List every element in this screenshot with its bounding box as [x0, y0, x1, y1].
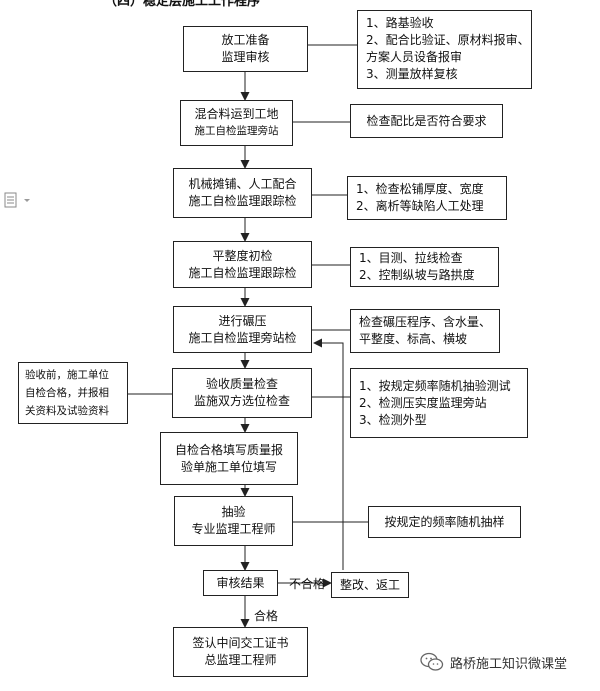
note-line: 1、目测、拉线检查: [359, 251, 463, 265]
step-line: 监理审核: [221, 50, 270, 64]
note-line: 3、测量放样复核: [366, 67, 458, 81]
step-prep-review: 放工准备 监理审核: [183, 26, 308, 72]
note-flatness-check: 1、目测、拉线检查 2、控制纵坡与路拱度: [350, 247, 499, 287]
note-line: 1、路基验收: [366, 16, 434, 30]
note-compaction-check: 检查碾压程序、含水量、 平整度、标高、横坡: [350, 309, 500, 353]
step-line: 施工自检监理旁站检: [188, 330, 297, 345]
rework-line: 整改、返工: [339, 577, 400, 592]
note-preparation-items: 1、路基验收 2、配合比验证、原材料报审、 方案人员设备报审 3、测量放样复核: [357, 10, 532, 89]
fail-label: 不合格: [289, 577, 326, 591]
step-line: 抽验: [221, 505, 246, 519]
document-icon[interactable]: [2, 192, 36, 210]
step-flatness-check: 平整度初检 施工自检监理跟踪检: [173, 241, 312, 288]
note-line: 检查配比是否符合要求: [366, 113, 487, 128]
step-review-result: 审核结果: [203, 570, 278, 596]
note-line: 平整度、标高、横坡: [359, 332, 468, 346]
step-line: 验收质量检查: [205, 377, 278, 391]
step-line: 审核结果: [216, 575, 265, 590]
arrow-rework-loop: [313, 338, 344, 570]
step-line: 施工自检监理旁站: [194, 125, 279, 137]
step-line: 验单施工单位填写: [180, 459, 277, 474]
watermark-text: 路桥施工知识微课堂: [450, 656, 568, 672]
step-sign-certificate: 签认中间交工证书 总监理工程师: [173, 627, 308, 677]
document-heading: （四）稳定层施工工作程序: [104, 0, 261, 9]
wechat-icon: [420, 652, 444, 671]
note-line: 3、检测外型: [359, 412, 427, 427]
step-paving: 机械摊铺、人工配合 施工自检监理跟踪检: [173, 168, 312, 218]
step-compaction: 进行碾压 施工自检监理旁站检: [173, 306, 312, 353]
note-line: 方案人员设备报审: [366, 50, 463, 64]
note-line: 关资料及试验资料: [25, 405, 109, 417]
note-line: 1、按规定频率随机抽验测试: [359, 378, 511, 393]
step-line: 施工自检监理跟踪检: [188, 265, 297, 280]
step-line: 监施双方选位检查: [193, 394, 290, 408]
step-line: 施工自检监理跟踪检: [188, 194, 297, 208]
step-acceptance-inspection: 验收质量检查 监施双方选位检查: [172, 368, 312, 418]
note-line: 自检合格，并报相: [25, 387, 109, 399]
note-pre-acceptance: 验收前，施工单位 自检合格，并报相 关资料及试验资料: [18, 362, 128, 424]
note-paving-check: 1、检查松铺厚度、宽度 2、离析等缺陷人工处理: [347, 176, 507, 220]
note-line: 验收前，施工单位: [25, 369, 109, 381]
step-quality-report: 自检合格填写质量报 验单施工单位填写: [160, 432, 298, 485]
step-line: 签认中间交工证书: [192, 636, 289, 650]
step-line: 混合料运到工地: [194, 107, 279, 121]
rework-box: 整改、返工: [331, 572, 409, 598]
watermark: 路桥施工知识微课堂: [420, 652, 567, 672]
note-random-sampling: 按规定的频率随机抽样: [368, 506, 521, 538]
note-line: 2、离析等缺陷人工处理: [356, 199, 484, 213]
note-line: 检查碾压程序、含水量、: [359, 315, 492, 329]
step-material-delivery: 混合料运到工地 施工自检监理旁站: [180, 100, 293, 146]
note-acceptance-tests: 1、按规定频率随机抽验测试 2、检测压实度监理旁站 3、检测外型: [350, 368, 528, 438]
pass-label: 合格: [254, 609, 279, 623]
dropdown-caret-icon: [24, 199, 30, 202]
step-line: 专业监理工程师: [191, 522, 276, 536]
note-mix-check: 检查配比是否符合要求: [350, 104, 503, 138]
note-line: 2、检测压实度监理旁站: [359, 395, 487, 410]
note-line: 按规定的频率随机抽样: [384, 514, 505, 529]
step-line: 平整度初检: [212, 248, 273, 263]
step-line: 进行碾压: [218, 313, 267, 328]
note-line: 2、控制纵坡与路拱度: [359, 268, 475, 282]
step-line: 自检合格填写质量报: [174, 442, 283, 457]
note-line: 1、检查松铺厚度、宽度: [356, 182, 484, 196]
step-spot-check: 抽验 专业监理工程师: [174, 496, 293, 546]
step-line: 放工准备: [221, 33, 270, 47]
step-line: 总监理工程师: [204, 653, 277, 667]
step-line: 机械摊铺、人工配合: [188, 177, 297, 191]
note-line: 2、配合比验证、原材料报审、: [366, 33, 530, 47]
